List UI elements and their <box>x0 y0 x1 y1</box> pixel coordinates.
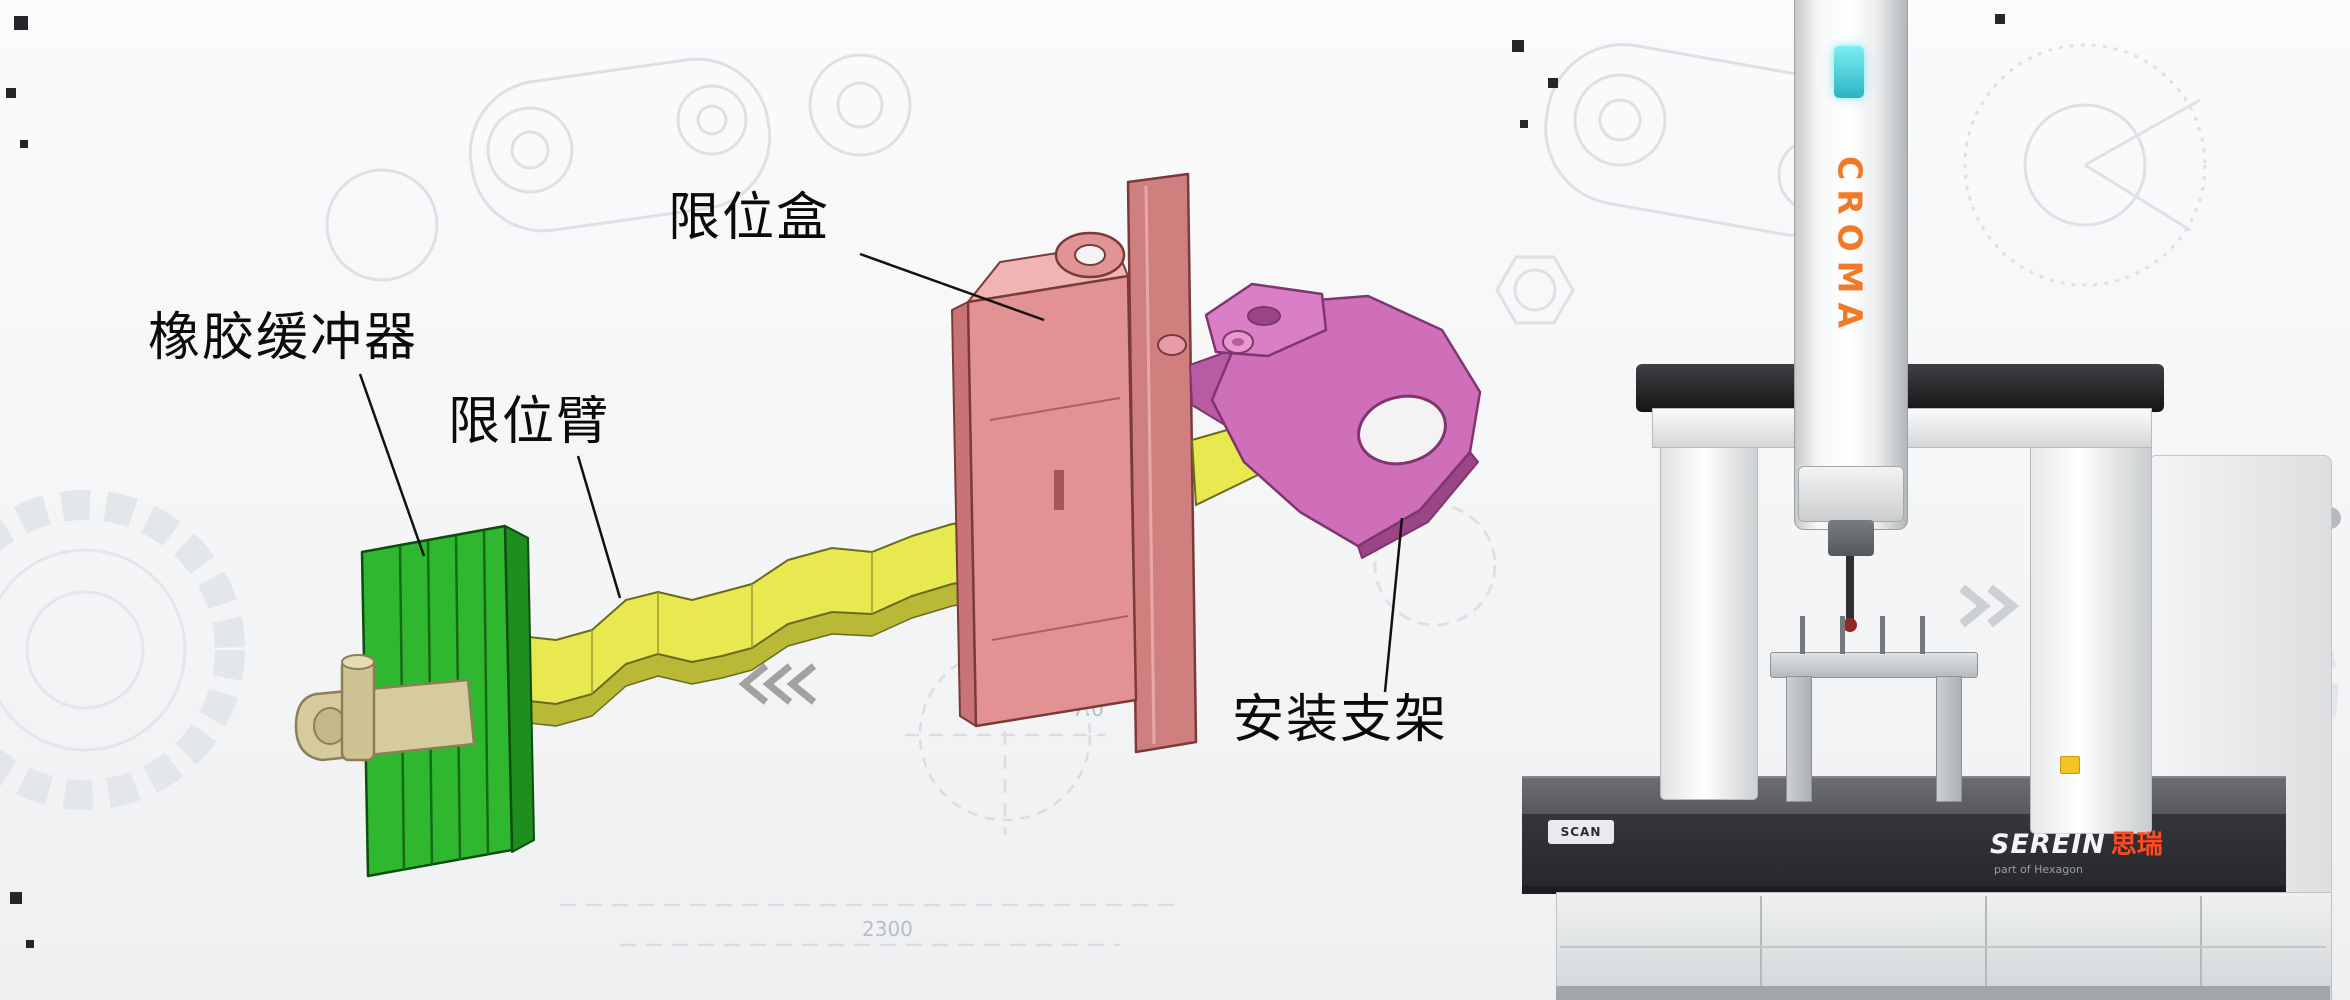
mounting-bracket-part <box>1189 282 1482 559</box>
arm-eye-pin <box>294 654 476 762</box>
callout-limit-box: 限位盒 <box>668 188 831 248</box>
callout-limit-arm: 限位臂 <box>448 392 611 452</box>
probe-mount <box>1828 520 1874 556</box>
cabinet-kickplate <box>1556 986 2330 1000</box>
limit-box-part <box>951 172 1198 754</box>
granite-table-front <box>1522 814 2286 888</box>
brand-logo-cn: 思瑞 <box>2110 830 2163 860</box>
fixture-pin <box>1840 616 1845 654</box>
chevrons-right <box>1959 584 2020 628</box>
probe-stylus <box>1846 556 1854 620</box>
bridge-leg-right <box>2030 428 2152 834</box>
warning-sticker <box>2060 756 2080 774</box>
cabinet-panel-line <box>1560 946 2326 948</box>
brand-logo-text: SEREIN <box>1990 829 2106 860</box>
column-brand-text: CROMA <box>1830 156 1870 338</box>
fixture-pin <box>1880 616 1885 654</box>
fixture-pin <box>1920 616 1925 654</box>
fixture-pin <box>1800 616 1805 654</box>
fixture-leg <box>1936 676 1962 802</box>
callout-lines <box>358 252 1404 693</box>
callout-rubber-buffer: 橡胶缓冲器 <box>148 308 419 368</box>
callout-mounting-bracket: 安装支架 <box>1232 690 1449 750</box>
chevrons-left <box>738 663 817 705</box>
brand-logo-subtext: part of Hexagon <box>1994 863 2083 876</box>
blueprint-dim-a: 2300 <box>862 917 913 941</box>
fiducial-marks <box>6 14 2005 948</box>
bridge-leg-left <box>1660 436 1758 800</box>
probe-head-housing <box>1798 466 1904 522</box>
scan-label: SCAN <box>1548 820 1614 844</box>
fixture-leg <box>1786 676 1812 802</box>
brand-logo: SEREIN 思瑞 part of Hexagon <box>1990 824 2230 876</box>
fixture-plate <box>1770 652 1978 678</box>
status-led <box>1834 46 1864 98</box>
probe-tip <box>1843 618 1857 632</box>
granite-table-top <box>1522 776 2286 818</box>
table-base-gap <box>1522 886 2286 894</box>
